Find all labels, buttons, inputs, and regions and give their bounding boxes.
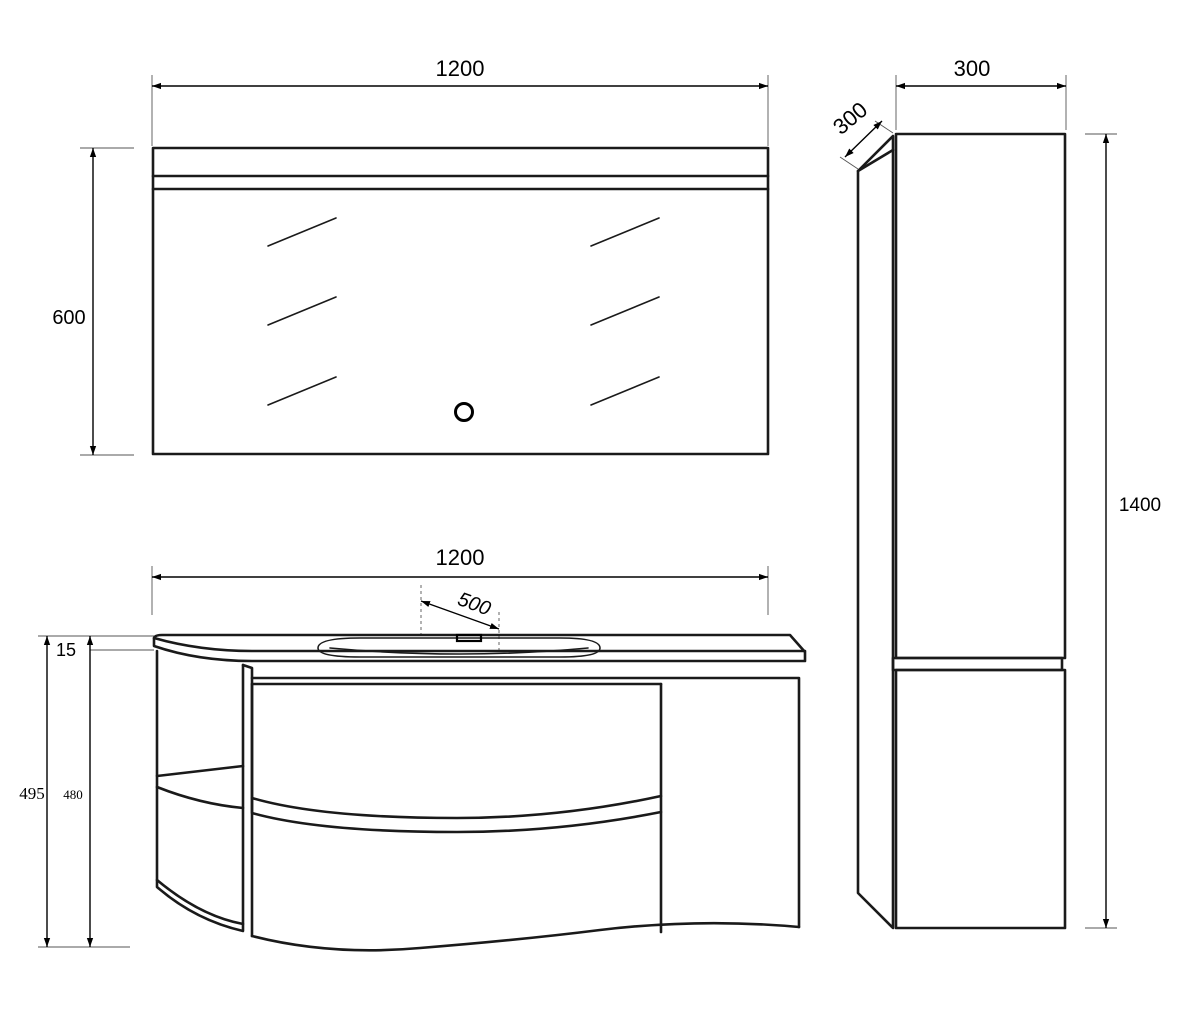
- basin-width-dimension-line: [420, 600, 500, 630]
- circle-icon[interactable]: [454, 402, 474, 422]
- basin-inner-edge: [329, 647, 589, 655]
- mirror: 1200 600: [52, 56, 770, 456]
- tall-cabinet-height-label: 1400: [1119, 495, 1161, 516]
- countertop-thickness-label: 15: [56, 640, 76, 660]
- mirror-frame: [151, 146, 770, 456]
- tall-cabinet-lower-door: [894, 668, 1067, 930]
- tall-cabinet-depth-label: 300: [828, 97, 872, 140]
- drawer-upper: [250, 682, 663, 820]
- drawer-gap: [250, 796, 663, 834]
- tall-cabinet-side: [856, 134, 895, 930]
- shelf-lower: [155, 785, 245, 810]
- countertop-front-edge: [152, 636, 807, 653]
- mirror-height-label: 600: [52, 307, 85, 329]
- faucet-hole: [455, 633, 483, 643]
- shelf-upper: [155, 764, 245, 778]
- cabinet-width-label: 1200: [436, 545, 485, 570]
- tall-cabinet-depth-dimension-line: [844, 120, 883, 158]
- left-shelf-inner: [241, 663, 254, 938]
- tall-cabinet-width-label: 300: [954, 56, 991, 81]
- left-shelf-panel: [155, 649, 245, 933]
- drawer-frame-top: [250, 676, 801, 929]
- tall-cabinet: 300 300 1400: [828, 56, 1161, 930]
- mirror-width-label: 1200: [436, 56, 485, 81]
- vanity-body-height-label: 480: [63, 787, 83, 802]
- tall-cabinet-upper-door: [894, 132, 1067, 660]
- vanity-total-height-label: 495: [19, 784, 45, 803]
- basin-bowl: [317, 637, 601, 658]
- vanity-cabinet: 1200 500 15 495 480: [19, 545, 807, 952]
- tall-cabinet-middle-rail: [891, 656, 1064, 672]
- mirror-reflection-marks: [267, 217, 660, 406]
- tall-cabinet-side-edge: [856, 148, 895, 173]
- shelf-bottom-curve: [155, 878, 245, 926]
- drawer-lower-bottom: [250, 921, 801, 952]
